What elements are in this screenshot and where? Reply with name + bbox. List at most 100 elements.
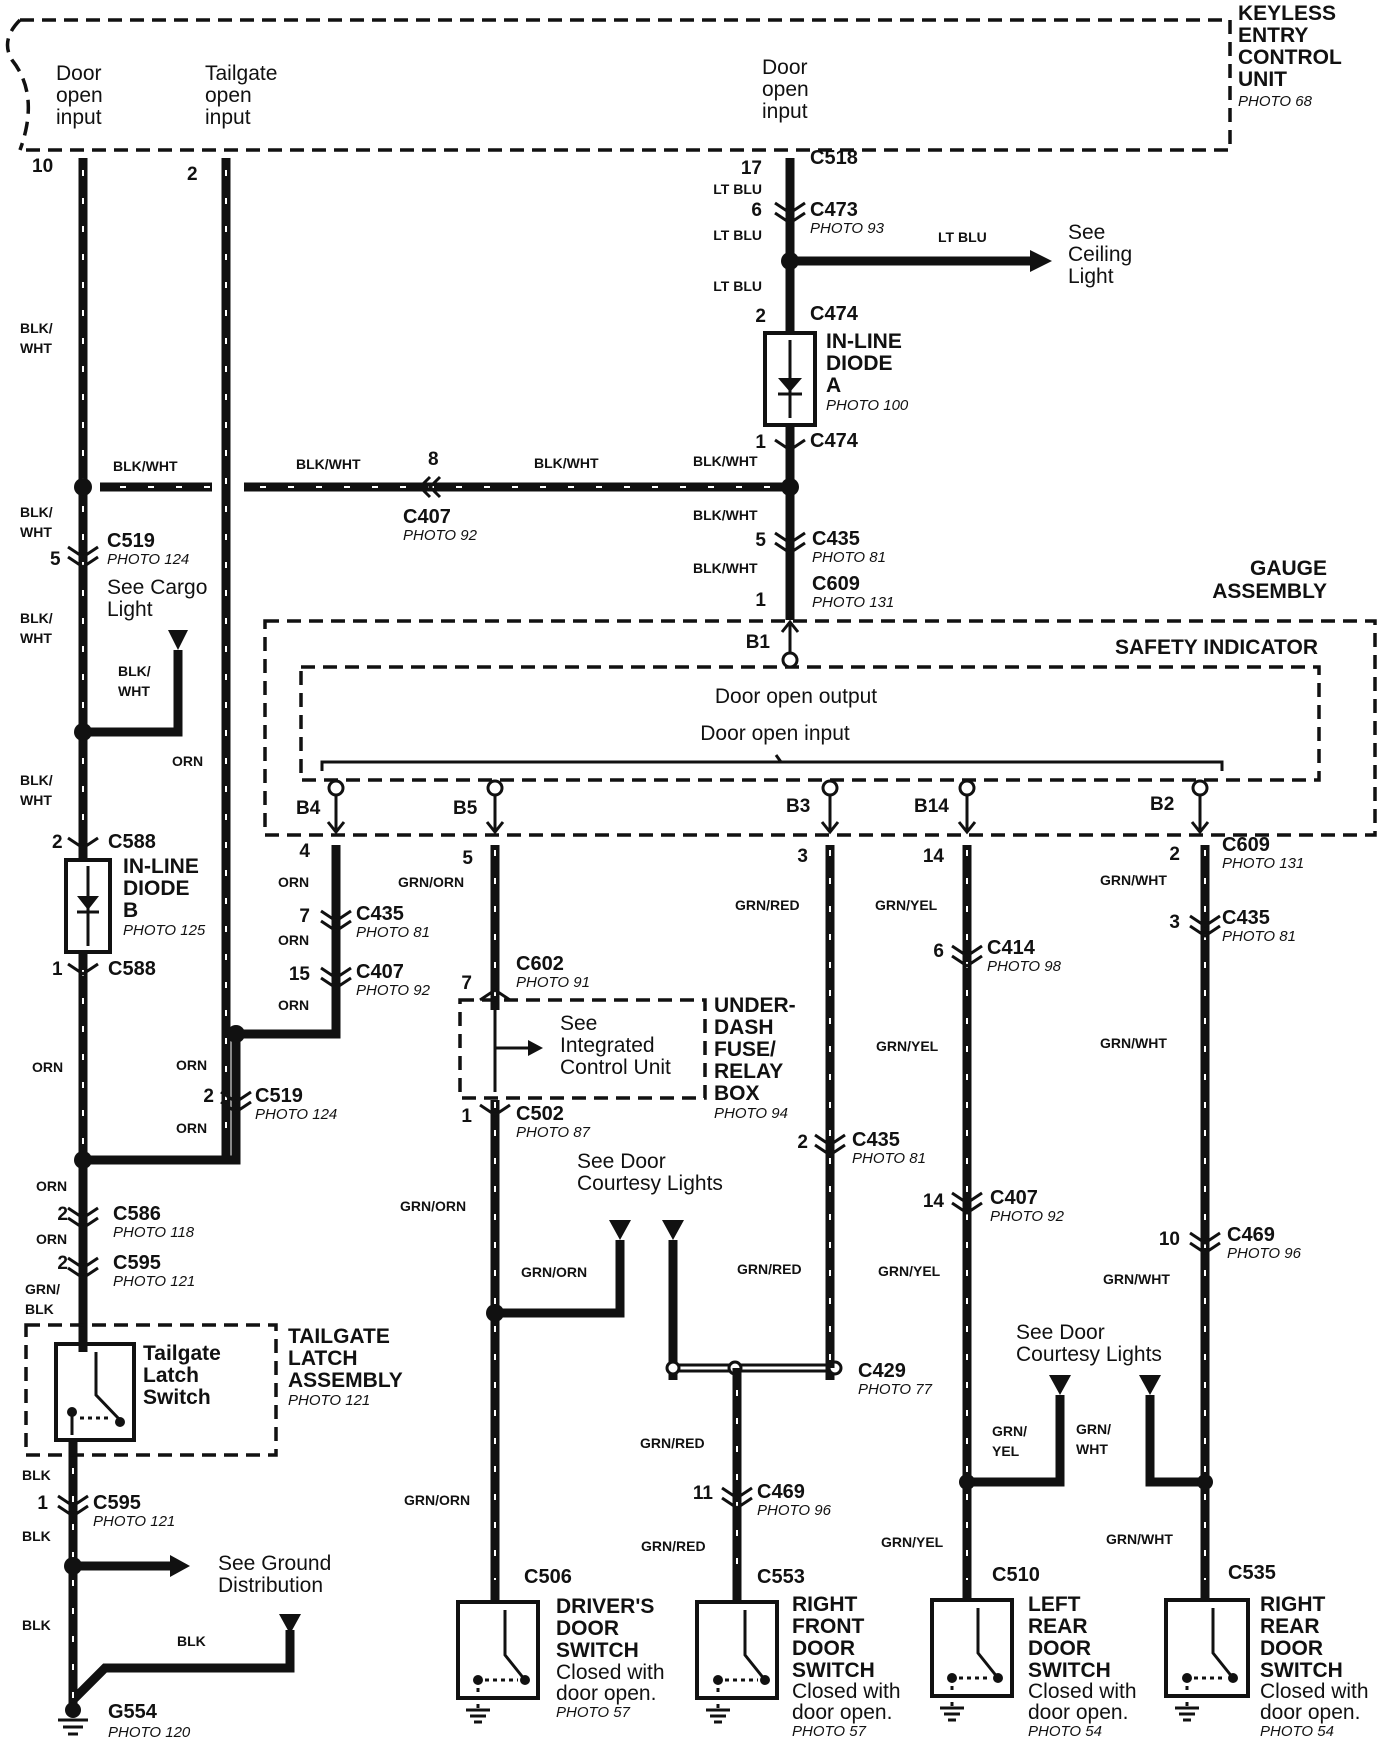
courtesy-arrow-2 [662,1220,684,1240]
pin-label: 2 [755,306,766,327]
wire-label: BLK/WHT [296,456,361,472]
tailgate-assembly-label-1: TAILGATE [288,1325,390,1348]
rr-switch-label-4: SWITCH [1260,1659,1343,1682]
rr-switch-label-2: REAR [1260,1615,1320,1638]
wire-label: WHT [20,630,52,646]
pin-label: 2 [57,1204,68,1225]
wire-blk-ground-run [69,1630,295,1704]
gauge-pin-b14: B14 [914,796,949,817]
wire-courtesy-rr [1145,1395,1205,1487]
connector-photo: PHOTO 124 [255,1106,337,1123]
wire-label: GRN/ORN [398,874,464,890]
connector-photo: PHOTO 81 [812,549,886,566]
icu-label-2: Integrated [560,1034,655,1057]
wire-label: GRN/RED [641,1538,706,1554]
connector-photo: PHOTO 121 [93,1513,175,1530]
pin-label: 7 [299,906,310,927]
pin-label: 6 [933,941,944,962]
connector-label: C519 [255,1085,303,1107]
drivers-door-switch: DRIVER'S DOOR SWITCH Closed with door op… [456,1585,665,1724]
tailgate-switch-label-2: Latch [143,1364,199,1387]
wire-label: ORN [278,874,309,890]
connector-label: C429 [858,1360,906,1382]
wire-label: BLK/ [118,663,151,679]
connector-label: C602 [516,953,564,975]
pin-label: 5 [50,549,61,570]
connector-photo: PHOTO 93 [810,220,885,237]
tailgate-open-input-label-2: open [205,84,252,107]
connector-photo: PHOTO 92 [990,1208,1065,1225]
pin-label: 14 [923,1191,945,1212]
wire-label: GRN/RED [735,897,800,913]
wire-label: BLK [22,1467,51,1483]
pin-numbers-lower: 4 5 3 14 2 7 15 7 6 3 1 2 14 10 2 2 2 11… [37,841,1180,1514]
wire-label: GRN/ [992,1423,1027,1439]
gauge-pin-b2: B2 [1150,794,1174,815]
diode-b-photo: PHOTO 125 [123,922,206,939]
courtesy-arrow-1 [609,1220,631,1240]
gauge-pin-b5: B5 [453,798,478,819]
lr-switch-label-1: LEFT [1028,1593,1081,1616]
wire-label: GRN/ORN [404,1492,470,1508]
g554-label: G554 [108,1701,158,1723]
keyless-entry-control-unit: KEYLESS ENTRY CONTROL UNIT PHOTO 68 Door… [5,2,1342,152]
connector-label: C474 [810,430,859,452]
gauge-title-1: GAUGE [1250,557,1327,580]
door-open-input-label-3: input [56,106,102,129]
door-open-input-label: Door open input [700,722,850,745]
gauge-pin-b3: B3 [786,796,810,817]
wire-label: ORN [36,1231,67,1247]
connector-label: C588 [108,958,156,980]
keyless-title-4: UNIT [1238,68,1287,91]
reference-texts: See Ceiling Light See Cargo Light See Do… [107,221,1162,1597]
in-line-diode-b: IN-LINE DIODE B PHOTO 125 [64,855,206,954]
diode-b-label-1: IN-LINE [123,855,199,878]
wire-label: LT BLU [713,227,762,243]
connector-photo: PHOTO 124 [107,551,189,568]
c429-splice-bus [665,1240,843,1380]
ground-g554: G554 PHOTO 120 [58,1701,191,1741]
diode-a-label-1: IN-LINE [826,330,902,353]
splice-node [227,1025,245,1043]
gauge-pin-b4: B4 [296,798,321,819]
connector-label: C518 [810,147,858,169]
wire-stripes [72,170,1206,1700]
connector-label: C469 [1227,1224,1275,1246]
splice-node [486,1304,504,1322]
connector-label: C609 [812,573,860,595]
connector-labels: C518 C473 PHOTO 93 C474 C474 C407 PHOTO … [93,147,1304,1588]
keyless-title-3: CONTROL [1238,46,1342,69]
keyless-photo: PHOTO 68 [1238,93,1313,110]
door-open-input-label-1: Door [56,62,102,85]
fuse-box-label-2: DASH [714,1016,774,1039]
wire-color-labels: LT BLU LT BLU LT BLU LT BLU BLK/WHT BLK/… [20,181,1173,1649]
in-line-diode-a: IN-LINE DIODE A PHOTO 100 [763,330,909,427]
door-open-input-label-2: open [56,84,103,107]
gauge-pin-b1: B1 [746,632,771,653]
wire-label: GRN/RED [737,1261,802,1277]
wire-label: WHT [20,340,52,356]
under-dash-fuse-relay-box: See Integrated Control Unit UNDER- DASH … [458,994,796,1122]
wire-label: GRN/ [25,1281,60,1297]
connector-photo: PHOTO 121 [113,1273,195,1290]
lr-switch-label-4: SWITCH [1028,1659,1111,1682]
rf-switch-label-3: DOOR [792,1637,855,1660]
connector-label: C407 [356,961,404,983]
driver-switch-label-1: DRIVER'S [556,1595,654,1618]
connector-photo: PHOTO 87 [516,1124,591,1141]
fuse-box-label-1: UNDER- [714,994,796,1017]
rr-switch-note-1: Closed with [1260,1680,1369,1703]
rf-switch-label-4: SWITCH [792,1659,875,1682]
pin-label: 2 [57,1253,68,1274]
splice-nodes [64,252,1213,1575]
connector-label: C407 [403,506,451,528]
ground-dist-ref-1: See Ground [218,1552,331,1575]
splice-node [74,478,92,496]
tailgate-switch-label-3: Switch [143,1386,211,1409]
wire-label: ORN [176,1120,207,1136]
lr-switch-photo: PHOTO 54 [1028,1723,1102,1740]
pin-label: 1 [52,959,63,980]
left-rear-door-switch: LEFT REAR DOOR SWITCH Closed with door o… [930,1585,1137,1740]
cargo-arrow [168,630,188,650]
wire-label: BLK [25,1301,54,1317]
